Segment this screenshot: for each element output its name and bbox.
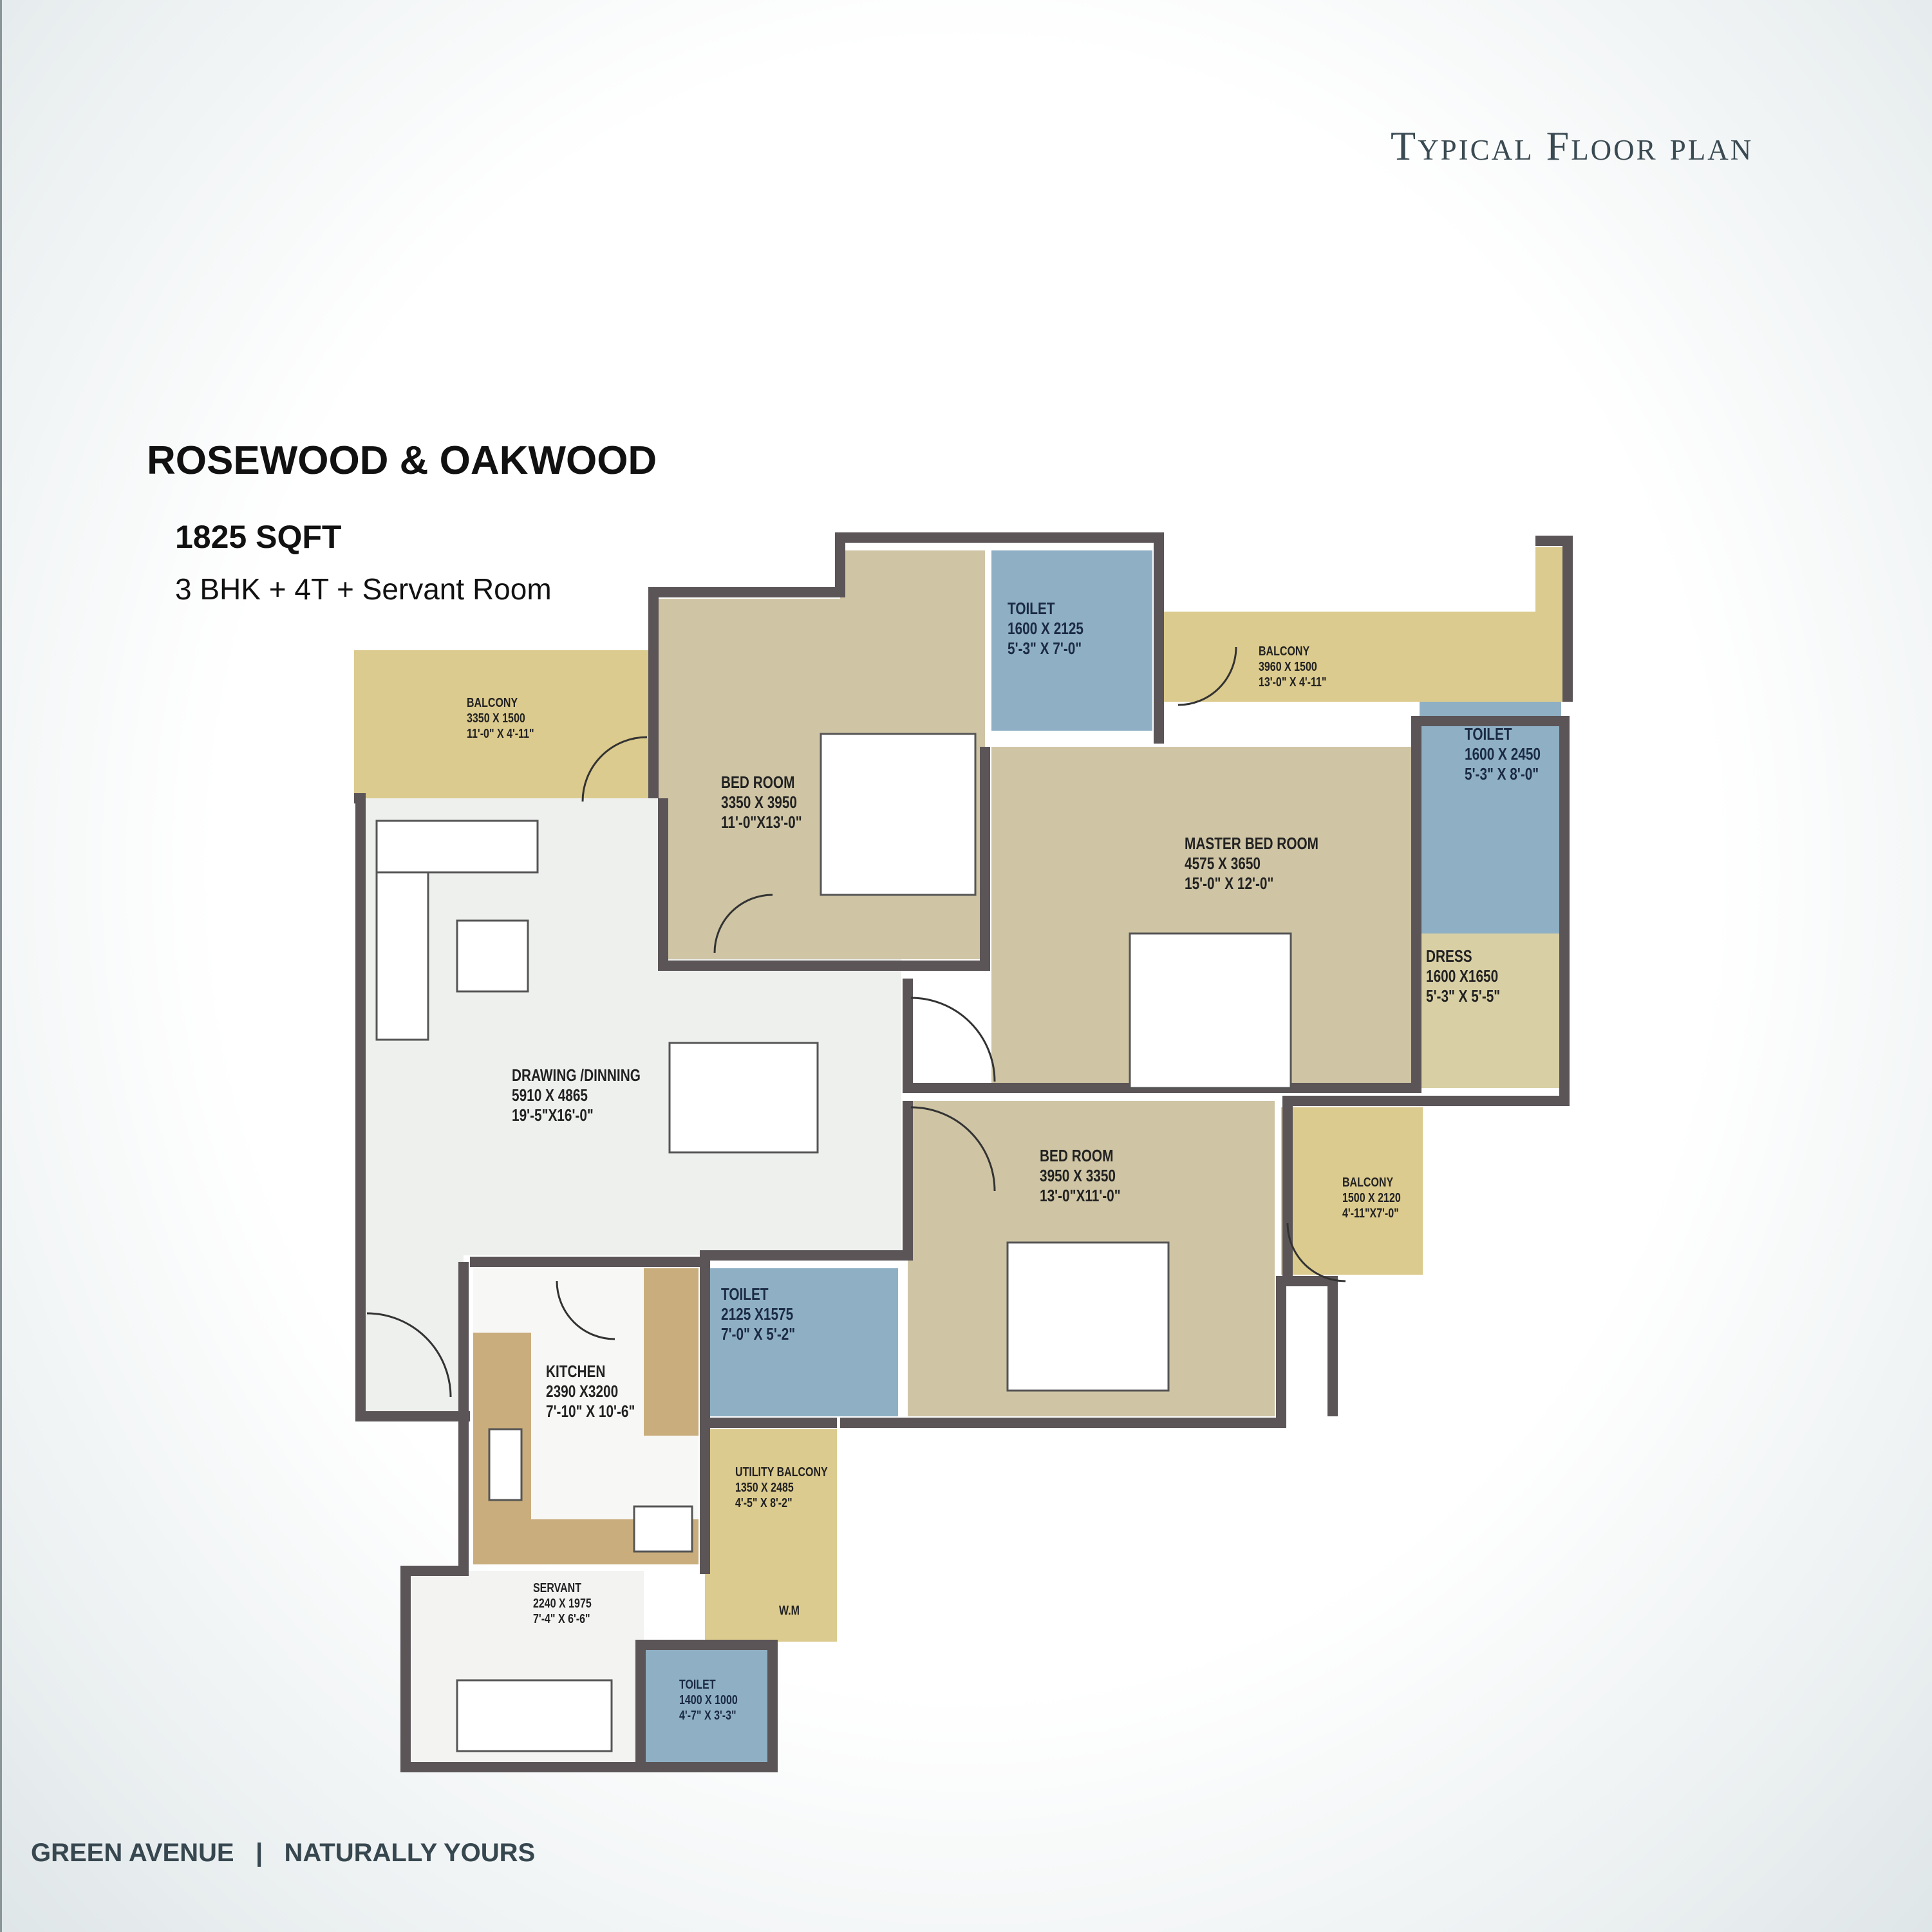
room-label-master-bedroom: MASTER BED ROOM 4575 X 3650 15'-0" X 12'… — [1185, 834, 1318, 894]
room-size-ft: 11'-0"X13'-0" — [721, 812, 802, 832]
room-name: TOILET — [1008, 599, 1055, 618]
room-size-ft: 4'-5" X 8'-2" — [735, 1496, 792, 1510]
room-name: BED ROOM — [721, 773, 795, 792]
unit-configuration: 3 BHK + 4T + Servant Room — [175, 572, 552, 606]
room-size-mm: 5910 X 4865 — [512, 1085, 588, 1105]
room-name: UTILITY BALCONY — [735, 1465, 828, 1479]
room-label-dress: DRESS 1600 X1650 5'-3" X 5'-5" — [1426, 946, 1500, 1007]
room-label-balcony-top: BALCONY 3960 X 1500 13'-0" X 4'-11" — [1259, 644, 1327, 690]
room-label-drawing-dining: DRAWING /DINNING 5910 X 4865 19'-5"X16'-… — [512, 1065, 641, 1126]
walls — [354, 532, 1573, 1772]
room-label-toilet-master: TOILET 1600 X 2450 5'-3" X 8'-0" — [1465, 724, 1541, 785]
room-name: BALCONY — [1259, 644, 1310, 659]
room-label-servant: SERVANT 2240 X 1975 7'-4" X 6'-6" — [533, 1580, 592, 1627]
room-size-mm: 3950 X 3350 — [1040, 1166, 1116, 1186]
room-size-mm: 2240 X 1975 — [533, 1597, 592, 1611]
room-size-ft: 19'-5"X16'-0" — [512, 1105, 594, 1125]
unit-area: 1825 SQFT — [175, 519, 342, 555]
room-label-bedroom-1: BED ROOM 3350 X 3950 11'-0"X13'-0" — [721, 773, 802, 833]
room-size-ft: 4'-11"X7'-0" — [1342, 1206, 1399, 1221]
room-name: DRESS — [1426, 946, 1472, 966]
footer-brand: GREEN AVENUE — [31, 1839, 234, 1867]
sink — [633, 1505, 693, 1553]
dining-table — [668, 1042, 819, 1154]
room-size-ft: 13'-0" X 4'-11" — [1259, 675, 1327, 689]
room-size-ft: 13'-0"X11'-0" — [1040, 1186, 1121, 1206]
room-label-kitchen: KITCHEN 2390 X3200 7'-10" X 10'-6" — [546, 1362, 635, 1422]
footer-slogan: NATURALLY YOURS — [284, 1839, 536, 1867]
room-name: TOILET — [679, 1678, 716, 1692]
page-edge-line — [0, 0, 2, 1932]
room-name: BALCONY — [1342, 1176, 1394, 1190]
servant-bed — [456, 1679, 613, 1752]
room-label-toilet-1: TOILET 1600 X 2125 5'-3" X 7'-0" — [1008, 599, 1083, 659]
room-size-mm: 3350 X 3950 — [721, 792, 797, 812]
stove — [488, 1428, 523, 1501]
footer-separator: | — [255, 1839, 263, 1867]
room-size-mm: 2390 X3200 — [546, 1382, 619, 1402]
room-size-mm: 1600 X1650 — [1426, 966, 1499, 986]
room-size-mm: 2125 X1575 — [721, 1304, 794, 1324]
room-size-mm: 1500 X 2120 — [1342, 1191, 1401, 1205]
room-label-balcony-right: BALCONY 1500 X 2120 4'-11"X7'-0" — [1342, 1175, 1401, 1221]
room-size-ft: 5'-3" X 7'-0" — [1008, 639, 1082, 659]
room-name: TOILET — [721, 1284, 769, 1304]
bed-bedroom-2 — [1006, 1241, 1170, 1392]
bed-bedroom-1 — [820, 733, 977, 896]
room-label-toilet-2: TOILET 2125 X1575 7'-0" X 5'-2" — [721, 1284, 795, 1345]
room-size-mm: 3350 X 1500 — [467, 711, 525, 726]
room-size-ft: 15'-0" X 12'-0" — [1185, 874, 1274, 894]
room-name: BED ROOM — [1040, 1146, 1114, 1165]
room-name: SERVANT — [533, 1581, 581, 1595]
room-size-mm: 1600 X 2450 — [1465, 744, 1541, 764]
room-size-ft: 7'-10" X 10'-6" — [546, 1402, 635, 1421]
washing-machine-label: W.M — [779, 1604, 800, 1618]
room-name: MASTER BED ROOM — [1185, 834, 1318, 853]
room-size-mm: 1600 X 2125 — [1008, 619, 1083, 639]
room-name: TOILET — [1465, 724, 1512, 744]
room-size-ft: 7'-4" X 6'-6" — [533, 1612, 590, 1626]
room-label-utility-balcony: UTILITY BALCONY 1350 X 2485 4'-5" X 8'-2… — [735, 1465, 828, 1511]
room-size-mm: 1350 X 2485 — [735, 1481, 794, 1495]
furniture — [375, 733, 1292, 1752]
bed-master — [1129, 932, 1292, 1089]
room-name: BALCONY — [467, 696, 518, 710]
room-size-ft: 7'-0" X 5'-2" — [721, 1324, 796, 1344]
room-size-mm: 4575 X 3650 — [1185, 854, 1261, 874]
door-swings — [366, 646, 1346, 1398]
room-label-balcony-left: BALCONY 3350 X 1500 11'-0" X 4'-11" — [467, 695, 534, 742]
room-size-ft: 5'-3" X 5'-5" — [1426, 986, 1501, 1006]
page-title: Typical Floor plan — [1391, 123, 1754, 169]
room-name: DRAWING /DINNING — [512, 1065, 641, 1085]
room-size-ft: 11'-0" X 4'-11" — [467, 727, 534, 741]
project-name: ROSEWOOD & OAKWOOD — [147, 438, 657, 483]
room-label-toilet-servant: TOILET 1400 X 1000 4'-7" X 3'-3" — [679, 1677, 738, 1723]
room-name: KITCHEN — [546, 1362, 606, 1381]
room-size-ft: 5'-3" X 8'-0" — [1465, 764, 1539, 784]
room-size-ft: 4'-7" X 3'-3" — [679, 1709, 736, 1723]
room-label-bedroom-2: BED ROOM 3950 X 3350 13'-0"X11'-0" — [1040, 1146, 1121, 1206]
room-size-mm: 3960 X 1500 — [1259, 660, 1317, 674]
room-size-mm: 1400 X 1000 — [679, 1693, 738, 1707]
footer-tagline: GREEN AVENUE | NATURALLY YOURS — [31, 1839, 535, 1868]
